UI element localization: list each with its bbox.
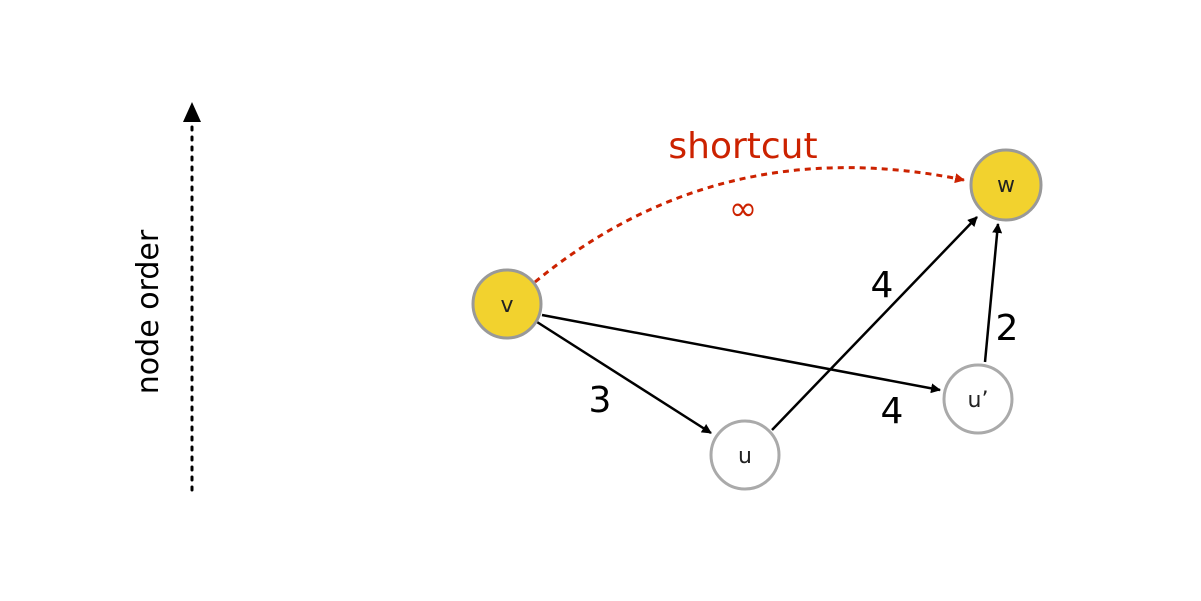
node-u-label: u xyxy=(738,444,752,469)
node-u: u xyxy=(709,419,781,491)
edge-v-u xyxy=(536,320,712,435)
edge-v-uprime-weight: 4 xyxy=(881,391,904,432)
node-v-label: v xyxy=(500,293,513,318)
edge-v-uprime xyxy=(541,313,941,394)
edge-uprime-w xyxy=(983,223,1003,363)
node-v: v xyxy=(471,268,543,340)
node-w: w xyxy=(969,148,1043,222)
node-u-prime-label: u’ xyxy=(968,388,989,413)
shortcut-edge xyxy=(534,166,965,284)
edge-u-w xyxy=(771,216,978,431)
node-w-label: w xyxy=(997,173,1015,198)
node-order-axis-arrowhead xyxy=(183,102,201,122)
node-order-label: node order xyxy=(131,229,166,394)
edge-u-w-weight: 4 xyxy=(871,265,894,306)
edge-v-u-weight: 3 xyxy=(589,380,612,421)
shortcut-label: shortcut xyxy=(668,126,817,167)
shortcut-weight-infinity: ∞ xyxy=(729,189,757,229)
node-u-prime: u’ xyxy=(942,363,1014,435)
edge-uprime-w-weight: 2 xyxy=(996,308,1019,349)
